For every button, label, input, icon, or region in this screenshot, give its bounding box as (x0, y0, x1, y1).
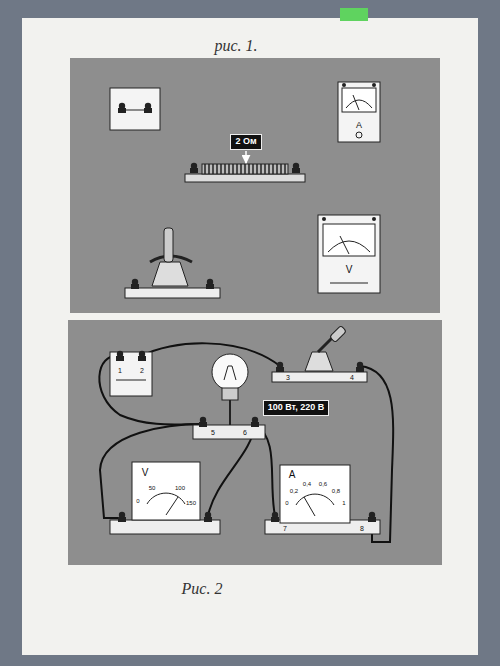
figure-label: рис. 1. (214, 38, 257, 54)
power-source (110, 351, 152, 396)
scale-number: 100 (175, 485, 185, 491)
scale-number: 150 (186, 500, 196, 506)
scale-number: 0 (285, 500, 288, 506)
ammeter (265, 465, 380, 534)
tag-text: 2 Ом (235, 137, 256, 147)
meter-symbol: V (346, 265, 353, 275)
tag-text: 100 Вт, 220 В (268, 403, 325, 413)
panel (68, 320, 442, 565)
terminal-number: 2 (140, 367, 144, 374)
scale-number: 0,2 (290, 488, 298, 494)
meter-symbol: A (289, 470, 296, 480)
resistor (185, 163, 305, 182)
wire (99, 343, 393, 542)
scale-number: 0 (136, 498, 139, 504)
leader-arrow (245, 151, 247, 163)
lamp (193, 354, 265, 439)
scale-number: 0,6 (319, 481, 327, 487)
scale-number: 0,4 (303, 481, 311, 487)
power-source (110, 88, 160, 130)
terminal-number: 6 (243, 429, 247, 436)
knife-switch (272, 326, 367, 382)
terminal-number: 8 (360, 525, 364, 532)
meter-symbol: A (356, 121, 362, 130)
panel (70, 58, 440, 313)
scale-number: 50 (149, 485, 156, 491)
terminal-number: 7 (283, 525, 287, 532)
voltmeter (110, 462, 220, 534)
knife-switch (125, 228, 220, 298)
terminal-number: 5 (211, 429, 215, 436)
paper-sheet (22, 18, 478, 655)
scale-number: 1 (342, 500, 345, 506)
terminal-number: 3 (286, 374, 290, 381)
terminal-number: 4 (350, 374, 354, 381)
figure-label: Рис. 2 (182, 581, 223, 597)
ammeter (338, 82, 380, 142)
tab (340, 8, 368, 21)
meter-symbol: V (142, 468, 149, 478)
terminal-number: 1 (118, 367, 122, 374)
value-tag: 2 Ом (230, 134, 261, 150)
value-tag: 100 Вт, 220 В (263, 400, 330, 416)
voltmeter (318, 215, 380, 293)
scale-number: 0,8 (332, 488, 340, 494)
